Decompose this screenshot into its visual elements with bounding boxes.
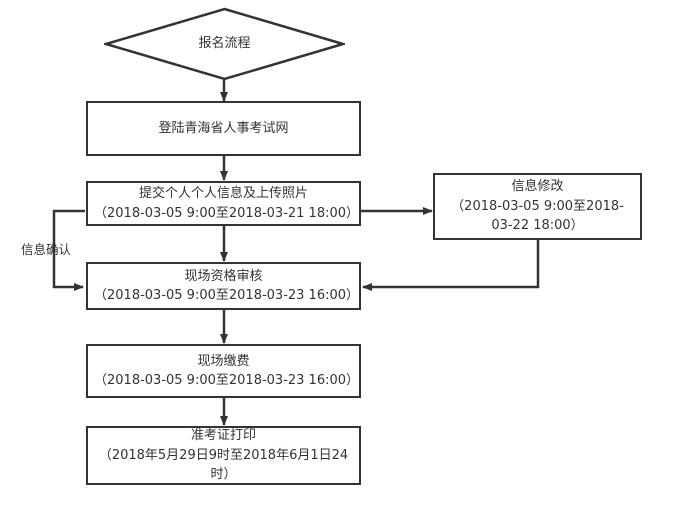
step-onsite-review-label: 现场资格审核 （2018-03-05 9:00至2018-03-23 16:00… [94,268,360,304]
edge-label-info-confirm: 信息确认 [21,242,72,257]
start-terminator[interactable]: 报名流程 [104,7,345,81]
step-onsite-payment[interactable]: 现场缴费 （2018-03-05 9:00至2018-03-23 16:00） [86,344,361,398]
step-modify-info[interactable]: 信息修改 （2018-03-05 9:00至2018-03-22 18:00） [433,173,642,240]
step-onsite-payment-label: 现场缴费 （2018-03-05 9:00至2018-03-23 16:00） [94,353,360,389]
edge-modify-to-review [362,240,540,291]
step-onsite-review[interactable]: 现场资格审核 （2018-03-05 9:00至2018-03-23 16:00… [86,262,361,310]
step-submit-info-label: 提交个人个人信息及上传照片 （2018-03-05 9:00至2018-03-2… [94,186,360,221]
diamond-shape [104,7,345,81]
step-modify-info-label: 信息修改 （2018-03-05 9:00至2018-03-22 18:00） [451,179,624,234]
start-terminator-label: 报名流程 [198,36,251,52]
step-login-label: 登陆青海省人事考试网 [158,120,289,136]
edge-info-confirm-loop [52,209,85,291]
step-print-admission-ticket-label: 准考证打印 （2018年5月29日9时至2018年6月1日24时） [98,428,349,483]
step-print-admission-ticket[interactable]: 准考证打印 （2018年5月29日9时至2018年6月1日24时） [86,426,361,485]
step-submit-info[interactable]: 提交个人个人信息及上传照片 （2018-03-05 9:00至2018-03-2… [86,181,361,226]
step-login[interactable]: 登陆青海省人事考试网 [86,101,361,156]
